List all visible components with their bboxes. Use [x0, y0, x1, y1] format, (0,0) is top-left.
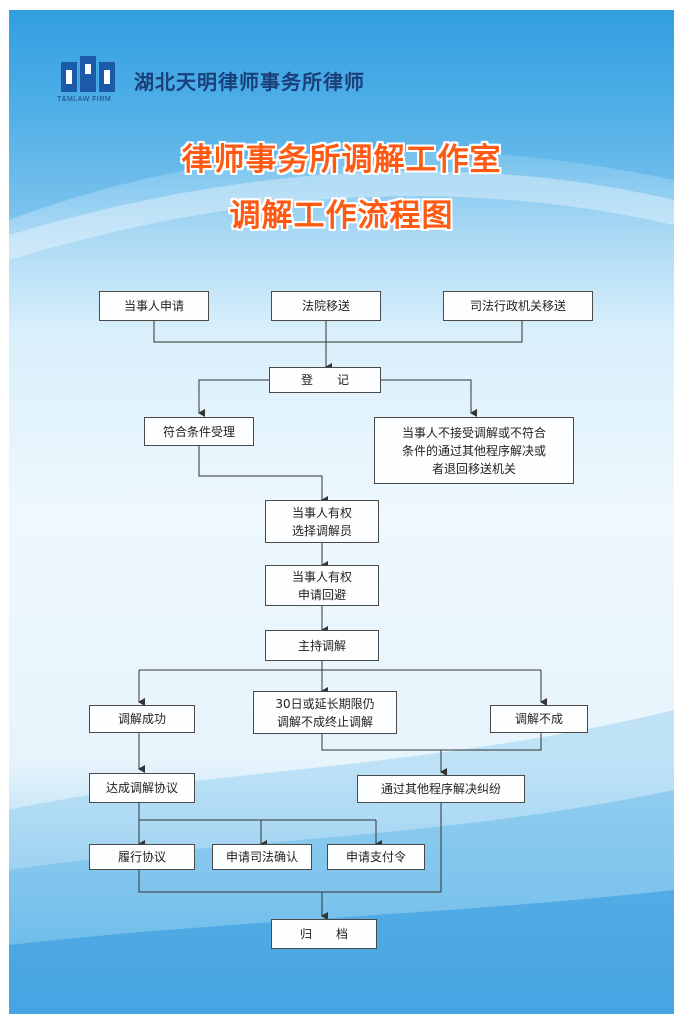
- node-agreement: 达成调解协议: [89, 773, 195, 803]
- firm-logo: [61, 56, 115, 92]
- node-choose-mediator: 当事人有权 选择调解员: [265, 500, 379, 543]
- title-line-2: 调解工作流程图: [229, 198, 454, 234]
- node-other-procedure: 通过其他程序解决纠纷: [357, 775, 525, 803]
- node-payment-order: 申请支付令: [327, 844, 425, 870]
- logo-text: T&MLAW FIRM: [57, 96, 112, 103]
- node-success: 调解成功: [89, 705, 195, 733]
- node-timeout-line-2: 调解不成终止调解: [276, 714, 373, 729]
- node-accept: 符合条件受理: [144, 417, 254, 446]
- node-applicant-request: 当事人申请: [99, 291, 209, 321]
- firm-name: 湖北天明律师事务所律师: [134, 70, 365, 94]
- node-court-transfer: 法院移送: [271, 291, 381, 321]
- node-archive: 归 档: [271, 919, 377, 949]
- node-recusal: 当事人有权 申请回避: [265, 565, 379, 606]
- node-reject-line-1: 当事人不接受调解或不符合: [401, 425, 546, 440]
- node-reject-line-2: 条件的通过其他程序解决或: [401, 443, 546, 458]
- node-failure: 调解不成: [490, 705, 588, 733]
- node-register: 登 记: [269, 367, 381, 393]
- node-reject: 当事人不接受调解或不符合 条件的通过其他程序解决或 者退回移送机关: [374, 417, 574, 484]
- node-choose-mediator-line-2: 选择调解员: [291, 523, 352, 538]
- title-line-1: 律师事务所调解工作室: [181, 142, 502, 178]
- node-choose-mediator-line-1: 当事人有权: [291, 505, 352, 520]
- poster-panel: T&MLAW FIRM 湖北天明律师事务所律师 律师事务所调解工作室 调解工作流…: [9, 10, 674, 1014]
- node-perform: 履行协议: [89, 844, 195, 870]
- flow-connectors: [138, 321, 547, 920]
- node-preside: 主持调解: [265, 630, 379, 661]
- node-recusal-line-2: 申请回避: [297, 587, 346, 602]
- node-reject-line-3: 者退回移送机关: [431, 461, 516, 476]
- node-timeout: 30日或延长期限仍 调解不成终止调解: [253, 691, 397, 734]
- node-timeout-line-1: 30日或延长期限仍: [275, 696, 375, 711]
- node-recusal-line-1: 当事人有权: [291, 569, 352, 584]
- node-judicial-confirm: 申请司法确认: [212, 844, 312, 870]
- node-judicial-transfer: 司法行政机关移送: [443, 291, 593, 321]
